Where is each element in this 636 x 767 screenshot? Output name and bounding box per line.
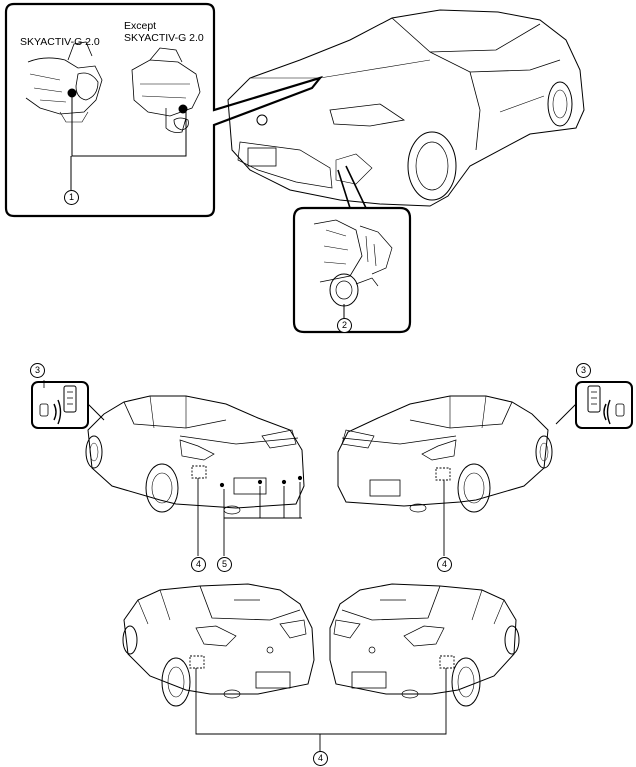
horn-inset xyxy=(292,165,412,334)
front-sedan-illustration xyxy=(227,9,585,207)
engine-label-skyactiv: SKYACTIV-G 2.0 xyxy=(20,36,100,48)
rear-hatchback-left-illustration xyxy=(122,583,447,752)
callout-1: 1 xyxy=(64,190,79,205)
rear-hatchback-right-illustration xyxy=(329,583,520,707)
rear-sedan-left-illustration xyxy=(31,380,305,556)
callout-3-left: 3 xyxy=(30,363,45,378)
engine-bay-inset xyxy=(4,2,324,218)
callout-2: 2 xyxy=(337,318,352,333)
callout-3-right: 3 xyxy=(576,363,591,378)
engine-label-except-line1: Except xyxy=(124,20,157,32)
callout-4-sedan-right: 4 xyxy=(437,557,452,572)
engine-label-except-line2: SKYACTIV-G 2.0 xyxy=(124,32,204,44)
callout-4-sedan-left: 4 xyxy=(191,557,206,572)
callout-5-sedan-left: 5 xyxy=(217,557,232,572)
callout-4-hatchback: 4 xyxy=(313,751,328,766)
rear-sedan-right-illustration xyxy=(337,381,633,556)
